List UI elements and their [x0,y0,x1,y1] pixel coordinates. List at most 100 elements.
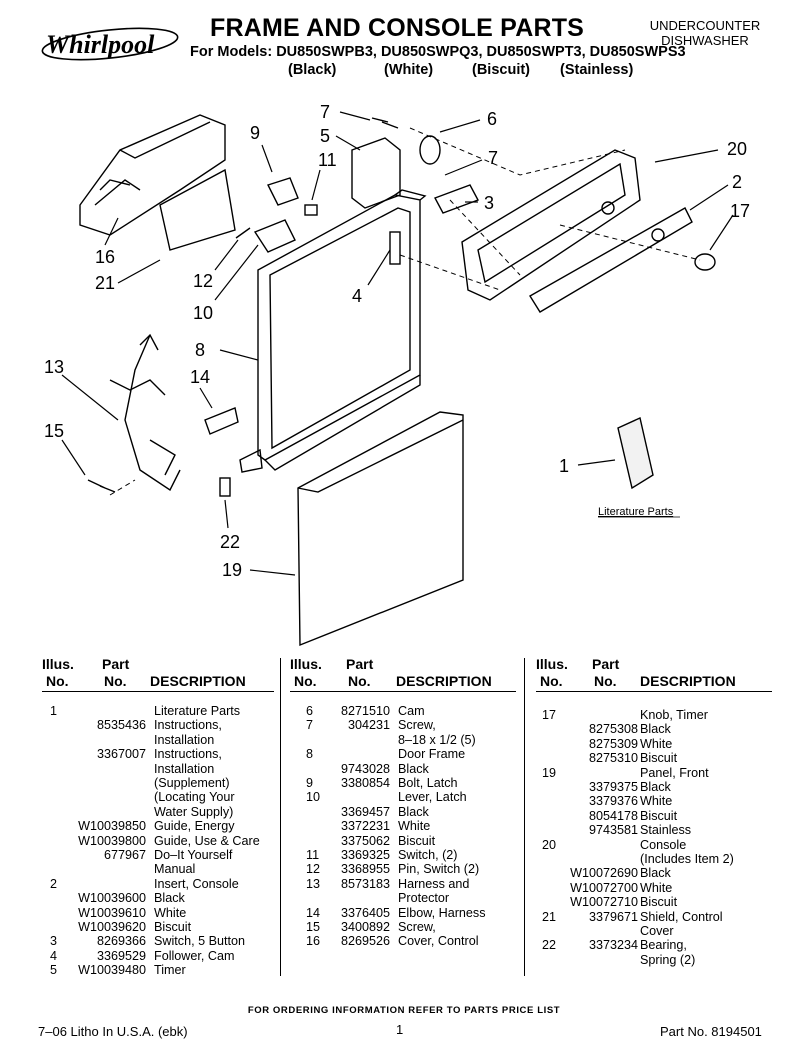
part-number-cell: 8275309 [588,736,638,751]
part-number-cell: 3379375 [588,780,638,794]
callout-1: 1 [559,456,569,476]
callout-9: 9 [250,123,260,143]
unit-type-line1: UNDERCOUNTER [649,18,761,33]
part-number-cell: 3372231 [340,819,390,834]
description-cell: Spring (2) [640,952,696,967]
part-14-elbow [204,407,239,435]
page-title: FRAME AND CONSOLE PARTS [210,14,585,42]
column-divider-2 [524,658,525,976]
part-number-cell: 8269526 [340,934,390,949]
callout-20: 20 [727,139,747,159]
part-number-cell: 3379376 [588,794,638,809]
part-number-cell: 8054178 [588,808,638,823]
part-number-cell: 8535436 [96,718,146,733]
exploded-parts-diagram: 7 6 5 9 11 7 3 20 2 17 16 21 12 10 4 8 1… [44,102,750,647]
header-description: DESCRIPTION [640,673,736,689]
part-number-cell: 3375062 [340,833,390,848]
part-12-pin [235,227,251,239]
description-cell: Black [154,891,185,906]
column-header: Illus. No. Part No. DESCRIPTION [290,656,522,690]
description-cell: Console [640,837,687,852]
description-cell: (Locating Your [154,790,235,805]
callout-8: 8 [195,340,205,360]
header-illus-no: No. [46,673,69,689]
description-cell: Follower, Cam [154,948,235,963]
description-cell: Manual [154,862,196,877]
description-cell: Biscuit [398,833,436,848]
part-17-knob [694,253,716,271]
part-number-cell: 9743581 [588,823,638,838]
color-stainless: (Stainless) [560,62,634,78]
callout-4: 4 [352,286,362,306]
description-cell: White [640,794,673,809]
description-cell: Cam [398,704,425,718]
part-number-cell: 3380854 [340,776,390,790]
header-part-no: No. [348,673,371,689]
description-cell: Lever, Latch [398,790,467,805]
part-19-front-panel [297,411,464,647]
part-number-cell: W10039800 [78,833,146,848]
part-5-timer [351,137,401,209]
illus-number: 7 [306,718,314,733]
part-number-cell: W10072700 [570,880,638,895]
part-number-cell: 8275308 [588,722,638,737]
description-cell: Instructions, [154,747,222,762]
description-cell: Guide, Use & Care [154,833,260,848]
description-cell: Panel, Front [640,765,709,780]
description-cell: Elbow, Harness [398,905,486,920]
callout-17: 17 [730,201,750,221]
illus-number: 15 [306,920,321,934]
page-number: 1 [396,1022,404,1037]
description-cell: Biscuit [640,808,678,823]
description-cell: Black [640,722,671,737]
callout-3: 3 [484,193,494,213]
description-cell: Black [640,780,671,794]
literature-parts-label: Literature Parts [598,506,674,518]
part-number-cell: 304231 [347,718,390,733]
part-3-switch [434,184,479,214]
description-cell: Shield, Control [640,909,723,924]
callout-11: 11 [318,150,337,170]
part-8-door-frame [257,194,421,461]
ordering-note: FOR ORDERING INFORMATION REFER TO PARTS … [247,1005,561,1016]
part-number-cell: 3367007 [96,747,146,762]
part-number-cell: 9743028 [340,761,390,776]
part-number-cell: 3379671 [588,909,638,924]
illus-number: 16 [306,934,321,949]
description-cell: White [398,819,431,834]
callout-6: 6 [487,109,497,129]
header-description: DESCRIPTION [150,673,246,689]
description-cell: Installation [154,732,215,747]
color-biscuit: (Biscuit) [472,62,530,78]
illus-number: 1 [50,704,58,718]
part-number-cell: 8573183 [340,876,390,891]
brand-wordmark: Whirlpool [46,30,155,59]
leader-lines [61,111,734,576]
header-part: Part [102,656,130,672]
part-number-cell: 3369325 [340,848,390,862]
part-1-literature [617,417,654,490]
part-16-control-cover [79,114,226,236]
column-header: Illus. No. Part No. DESCRIPTION [42,656,278,690]
description-cell: Water Supply) [154,804,234,819]
callout-19: 19 [222,560,242,580]
whirlpool-logo: Whirlpool [41,27,179,61]
description-cell: Guide, Energy [154,819,235,834]
header-part-no: No. [104,673,127,689]
part-10-latch-lever [253,219,296,253]
part-21-shield [159,168,236,251]
illus-number: 14 [306,905,321,920]
description-cell: Literature Parts [154,704,241,718]
description-cell: Instructions, [154,718,222,733]
description-cell: Installation [154,761,215,776]
color-black: (Black) [288,62,337,78]
part-number-cell: W10039480 [78,963,146,978]
illus-number: 5 [50,963,58,978]
description-cell: Cover, Control [398,934,479,949]
part-7-screw [371,117,399,129]
part-number-cell: 3373234 [588,938,638,953]
part-number-cell: 3400892 [340,920,390,934]
callout-14: 14 [190,367,210,387]
illus-number: 9 [306,776,314,790]
description-cell: Switch, (2) [398,848,458,862]
